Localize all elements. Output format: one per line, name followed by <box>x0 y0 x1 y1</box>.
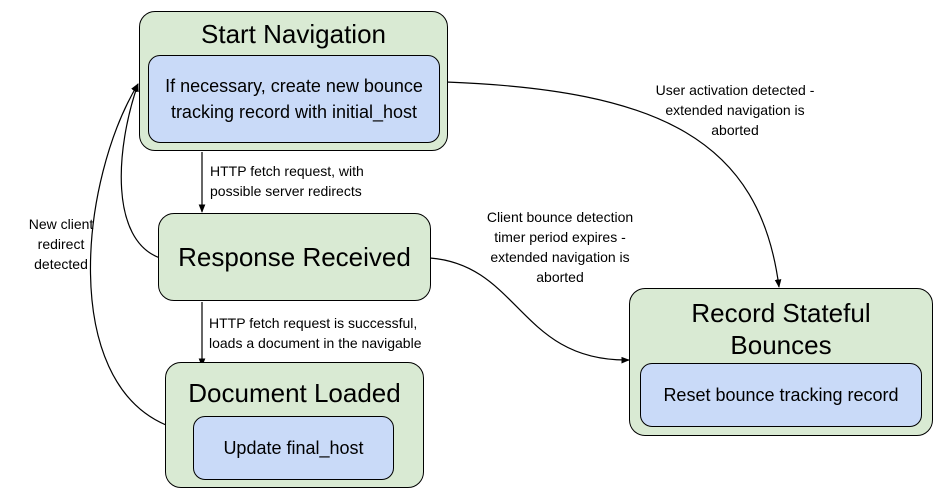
arrow-response-to-record <box>429 257 630 364</box>
edge-label-user-activation: User activation detected - extended navi… <box>625 80 845 140</box>
state-title: Response Received <box>178 242 411 272</box>
label-line: User activation detected - <box>655 82 815 98</box>
label-line: HTTP fetch request, with <box>210 163 364 179</box>
state-title: Start Navigation <box>201 19 386 49</box>
arrow-document-to-start <box>89 83 167 426</box>
arrow-start-to-record <box>445 81 782 288</box>
state-start-navigation: Start Navigation If necessary, create ne… <box>139 11 448 151</box>
edge-label-client-redirect: New client redirect detected <box>18 214 104 274</box>
state-document-loaded: Document Loaded Update final_host <box>165 362 424 488</box>
state-response-received: Response Received <box>158 213 431 301</box>
label-line: redirect <box>37 236 85 252</box>
action-line: If necessary, create new bounce <box>165 76 423 96</box>
label-line: possible server redirects <box>210 183 362 199</box>
state-action: Reset bounce tracking record <box>640 363 922 427</box>
label-line: HTTP fetch request is successful, <box>209 315 418 331</box>
label-line: detected <box>34 256 88 272</box>
label-line: extended navigation is <box>665 102 805 118</box>
title-line: Record Stateful <box>691 298 871 328</box>
edge-label-timer: Client bounce detection timer period exp… <box>460 207 660 287</box>
action-line: tracking record with initial_host <box>170 102 418 122</box>
arrow-response-to-start <box>120 83 161 259</box>
label-line: timer period expires - <box>494 229 626 245</box>
label-line: extended navigation is <box>490 249 630 265</box>
state-title: Record Stateful Bounces <box>630 297 932 361</box>
state-title: Document Loaded <box>188 378 401 408</box>
label-line: aborted <box>711 122 759 138</box>
state-action: Update final_host <box>193 416 394 480</box>
edge-label-fetch: HTTP fetch request, with possible server… <box>210 161 364 201</box>
title-line: Bounces <box>730 330 832 360</box>
label-line: New client <box>28 216 94 232</box>
label-line: aborted <box>536 269 584 285</box>
edge-label-success: HTTP fetch request is successful, loads … <box>209 313 421 353</box>
label-line: Client bounce detection <box>486 209 634 225</box>
state-action: If necessary, create new bounce tracking… <box>148 55 440 143</box>
state-record-stateful-bounces: Record Stateful Bounces Reset bounce tra… <box>629 288 933 436</box>
label-line: loads a document in the navigable <box>209 335 422 351</box>
